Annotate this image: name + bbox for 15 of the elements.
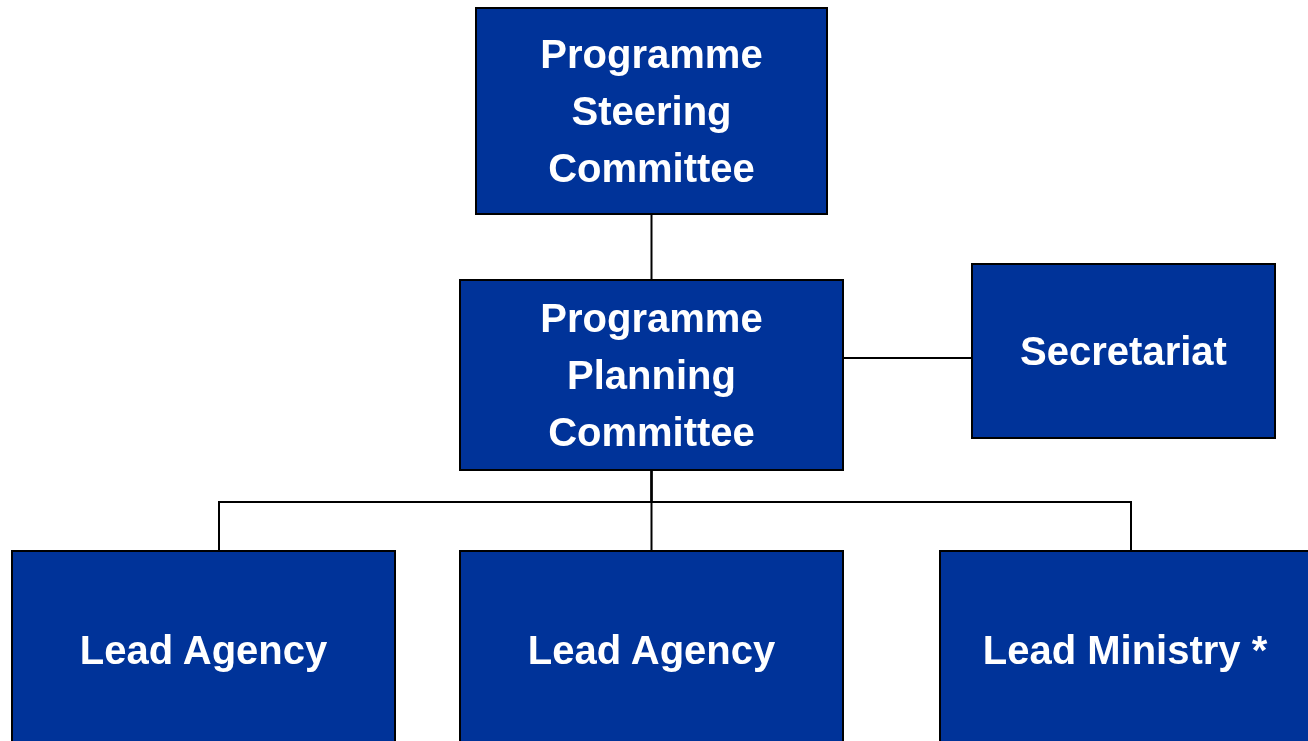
org-box [459, 279, 844, 471]
org-box [971, 263, 1276, 439]
org-box [939, 550, 1308, 741]
box-label: Programme Planning Committee [539, 294, 764, 456]
box-label: Lead Ministry * [982, 627, 1268, 674]
connector-line [650, 214, 653, 280]
box-label: Lead Agency [79, 627, 328, 674]
connector-line [650, 470, 1132, 551]
org-box [11, 550, 396, 741]
org-box [475, 7, 828, 215]
box-label: Programme Steering Committee [539, 30, 764, 192]
box-label: Lead Agency [527, 627, 776, 674]
org-box [459, 550, 844, 741]
connector-line [843, 357, 972, 359]
box-label: Secretariat [1020, 327, 1227, 375]
